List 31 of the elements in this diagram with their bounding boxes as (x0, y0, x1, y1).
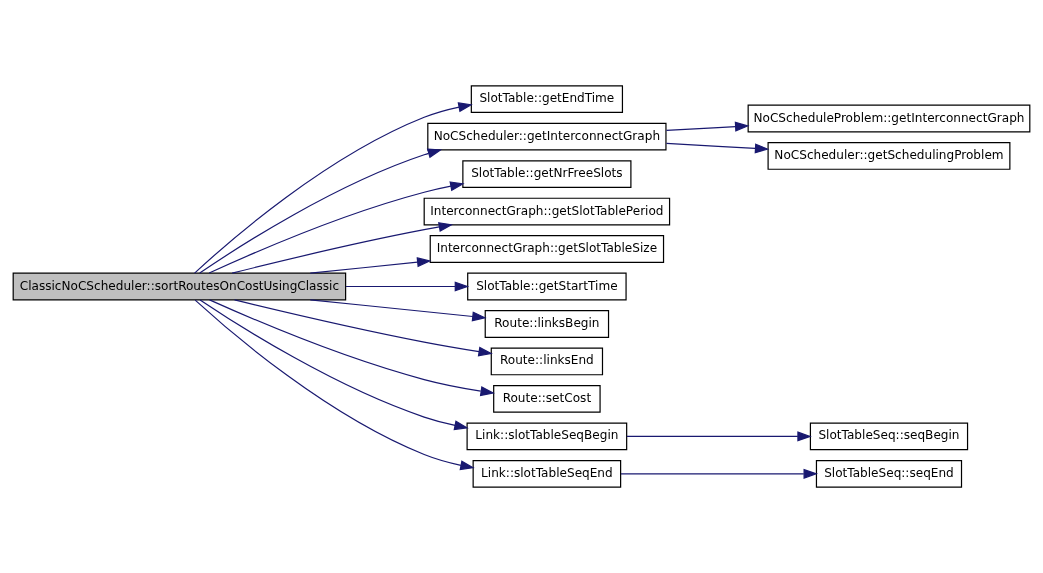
node-box: SlotTable::getEndTime (470, 85, 624, 114)
node-box: Route::linksBegin (484, 310, 610, 338)
node-box: ClassicNoCScheduler::sortRoutesOnCostUsingClassic (12, 272, 347, 301)
arrow (199, 148, 443, 274)
arrow (233, 299, 493, 357)
node-box: Route::linksEnd (490, 347, 604, 376)
node-box: SlotTableSeq::seqBegin (809, 422, 969, 451)
arrow (208, 181, 465, 274)
node-box: Link::slotTableSeqBegin (466, 422, 628, 451)
arrow (309, 299, 487, 322)
node-box: Link::slotTableSeqEnd (472, 459, 622, 488)
arrow (199, 299, 469, 431)
node-box: Route::setCost (493, 385, 601, 413)
arrow (194, 102, 473, 274)
node-box: InterconnectGraph::getSlotTablePeriod (423, 197, 671, 226)
node-box: NoCScheduleProblem::getInterconnectGraph (747, 104, 1031, 133)
node-box: SlotTable::getNrFreeSlots (462, 160, 632, 188)
arrow (620, 468, 819, 479)
node-box: NoCScheduler::getInterconnectGraph (427, 122, 667, 151)
arrow (309, 257, 432, 274)
node-box: NoCScheduler::getSchedulingProblem (767, 142, 1011, 170)
arrow (665, 121, 750, 132)
node-box: SlotTable::getStartTime (467, 272, 627, 301)
arrow (345, 281, 470, 292)
arrow (665, 142, 770, 154)
arrow (626, 431, 812, 442)
arrow (231, 222, 454, 274)
arrow (194, 299, 475, 471)
node-box: InterconnectGraph::getSlotTableSize (429, 235, 665, 263)
arrow (208, 299, 495, 397)
node-box: SlotTableSeq::seqEnd (815, 459, 963, 488)
